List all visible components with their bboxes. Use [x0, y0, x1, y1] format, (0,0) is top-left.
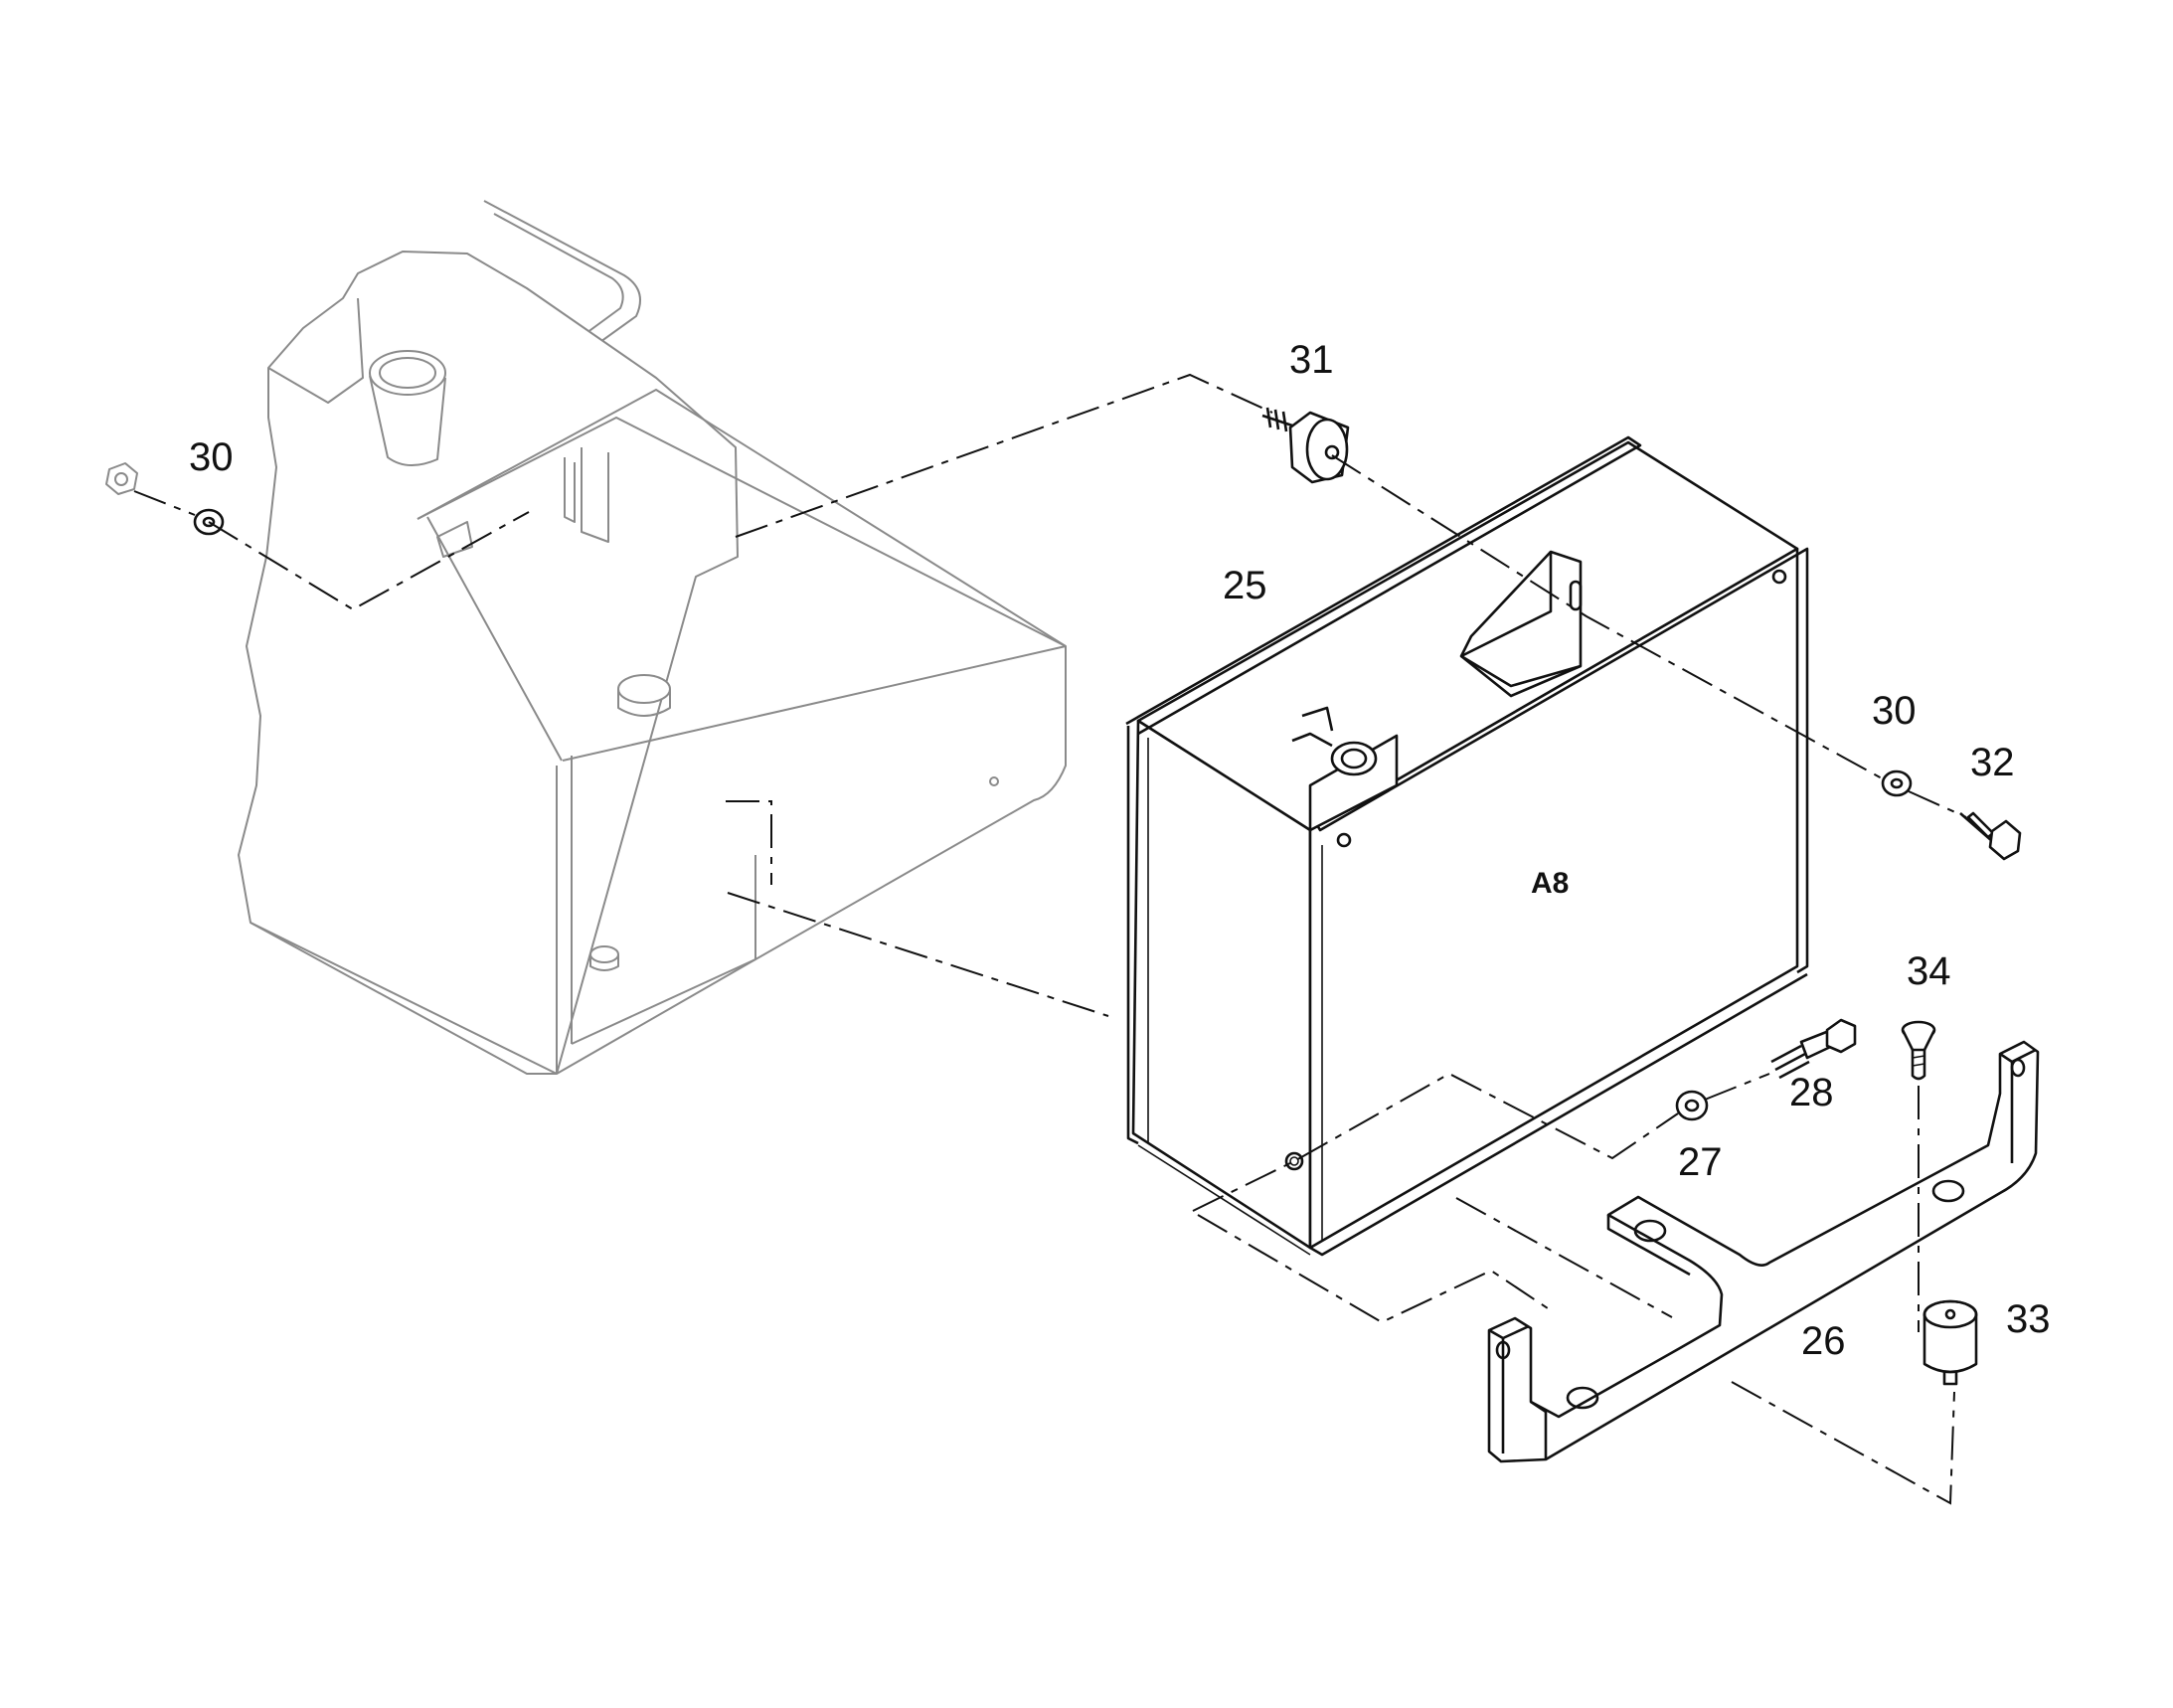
callout-25: 25: [1223, 564, 1267, 607]
ghosted-tank-frame: [238, 200, 1067, 1075]
callout-31: 31: [1289, 338, 1334, 382]
rubber-mount-bottom: [1922, 1299, 1978, 1386]
spacer: [1675, 1090, 1709, 1121]
rubber-mount-top: [1261, 407, 1350, 484]
callout-28: 28: [1789, 1071, 1834, 1114]
callout-32: 32: [1970, 741, 2015, 784]
mounting-bracket: [1487, 1040, 2040, 1463]
callout-27: 27: [1678, 1140, 1723, 1184]
countersunk-screw: [1901, 1020, 1936, 1081]
unit-label-a8: A8: [1531, 867, 1569, 900]
hex-nut: [105, 462, 138, 495]
callout-33: 33: [2006, 1297, 2051, 1341]
callout-labels: 30 31 25 30 32 A8 34 28 27 33 26: [189, 338, 2051, 1363]
callout-30-right: 30: [1872, 689, 1917, 733]
hex-bolt-lower: [1770, 1018, 1857, 1080]
callout-30-left: 30: [189, 435, 234, 479]
washer-right: [1881, 769, 1913, 797]
assembly-centerlines: [133, 373, 1967, 1505]
callout-34: 34: [1907, 949, 1951, 993]
hex-bolt-right: [1959, 811, 2022, 861]
control-box-a8: [1125, 435, 1809, 1257]
callout-26: 26: [1801, 1319, 1846, 1363]
